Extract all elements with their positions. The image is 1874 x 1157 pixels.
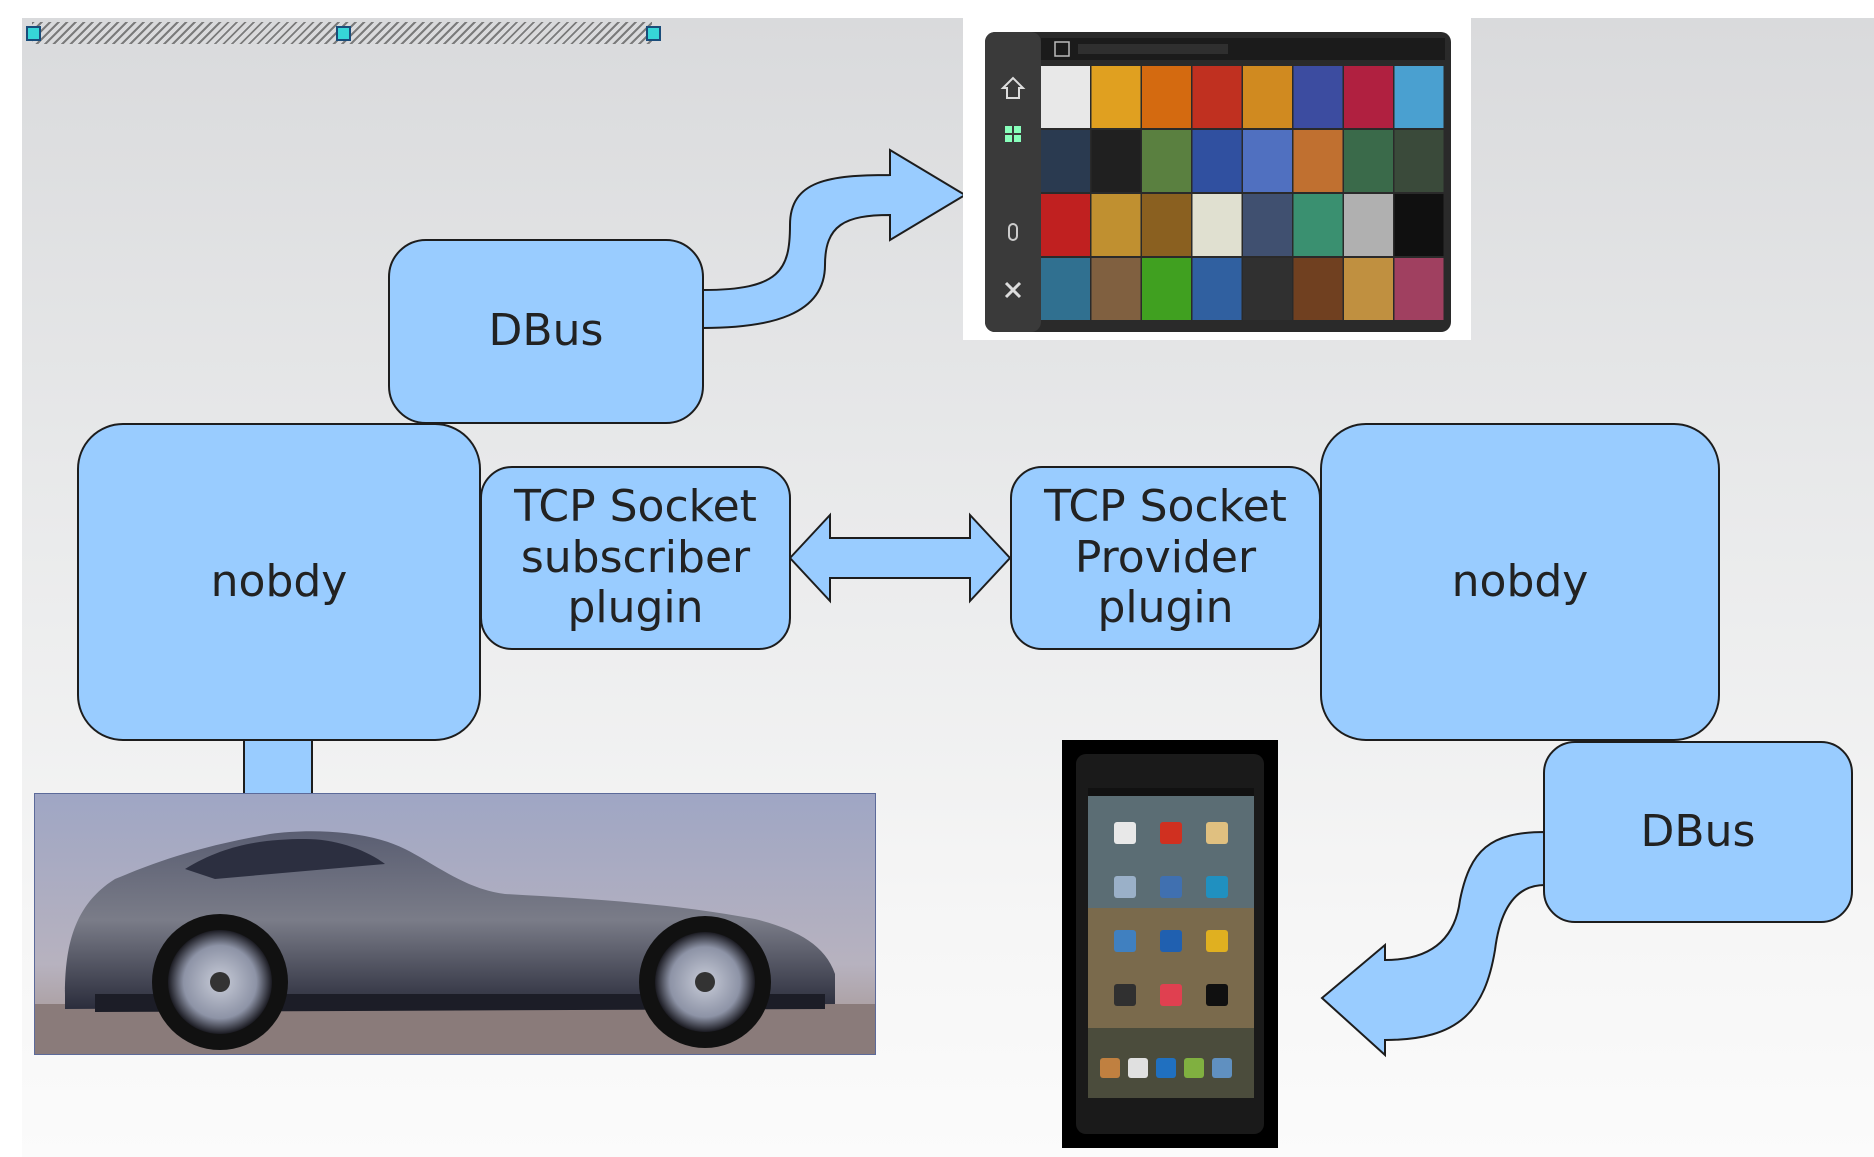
thumbnail: [1192, 130, 1242, 192]
curved-arrow-down: [1320, 830, 1546, 1058]
nobdy-box-right[interactable]: nobdy: [1320, 423, 1720, 741]
app-icon: [1160, 930, 1182, 952]
thumbnail: [1394, 194, 1444, 256]
home-icon: [1000, 76, 1026, 99]
thumbnail: [1243, 130, 1292, 192]
dock-icon: [1184, 1058, 1204, 1078]
thumbnail: [1243, 194, 1292, 256]
nobdy-label-right: nobdy: [1451, 555, 1589, 607]
app-icon: [1160, 876, 1182, 898]
nobdy-label-left: nobdy: [210, 555, 348, 607]
thumbnail: [1394, 130, 1444, 192]
car-photo: [34, 793, 876, 1055]
dbus-box-left[interactable]: DBus: [388, 239, 704, 424]
app-icon: [1206, 930, 1228, 952]
dock-icon: [1100, 1058, 1120, 1078]
mic-icon: [1008, 223, 1018, 241]
thumbnail: [1142, 130, 1191, 192]
thumbnail: [1091, 194, 1141, 256]
thumbnail: [1243, 258, 1292, 320]
thumbnail: [1394, 258, 1444, 320]
thumbnail: [1344, 258, 1393, 320]
thumbnail: [1142, 194, 1191, 256]
subscriber-plugin-label: TCP Socket subscriber plugin: [514, 481, 757, 634]
thumbnail: [1041, 130, 1090, 192]
thumbnail: [1041, 258, 1090, 320]
dbus-label-right: DBus: [1640, 805, 1756, 857]
resize-handle-middle[interactable]: [336, 26, 351, 41]
rear-wheel: [152, 914, 288, 1050]
slide-title-strip: [0, 0, 1874, 18]
thumbnail: [1041, 66, 1090, 128]
app-icon: [1160, 984, 1182, 1006]
dock-icon: [1156, 1058, 1176, 1078]
dock-icon: [1212, 1058, 1232, 1078]
app-icon: [1114, 822, 1136, 844]
app-icon: [1114, 876, 1136, 898]
media-app-screenshot: [963, 18, 1471, 340]
thumbnail: [1091, 66, 1141, 128]
curved-arrow-up: [702, 148, 967, 330]
app-icon: [1206, 822, 1228, 844]
grid-icon: [1005, 126, 1021, 142]
thumbnail: [1041, 194, 1090, 256]
thumbnail: [1344, 194, 1393, 256]
thumbnail: [1293, 130, 1343, 192]
thumbnail: [1344, 130, 1393, 192]
thumbnail: [1142, 258, 1191, 320]
thumbnail: [1142, 66, 1191, 128]
thumbnail: [1293, 194, 1343, 256]
resize-handle-left[interactable]: [26, 26, 41, 41]
app-icon: [1206, 984, 1228, 1006]
dbus-label-left: DBus: [488, 305, 604, 357]
thumbnail: [1394, 66, 1444, 128]
app-icon: [1206, 876, 1228, 898]
thumbnail: [1243, 66, 1292, 128]
close-icon: [1004, 281, 1022, 299]
app-icon: [1114, 984, 1136, 1006]
dock-icon: [1128, 1058, 1148, 1078]
thumbnail: [1091, 130, 1141, 192]
thumbnail: [1192, 258, 1242, 320]
thumbnail: [1293, 66, 1343, 128]
phone-screenshot: [1062, 740, 1278, 1148]
thumbnail: [1293, 258, 1343, 320]
provider-plugin-box[interactable]: TCP Socket Provider plugin: [1010, 466, 1321, 650]
double-arrow-horizontal: [788, 512, 1012, 604]
resize-handle-right[interactable]: [646, 26, 661, 41]
subscriber-plugin-box[interactable]: TCP Socket subscriber plugin: [480, 466, 791, 650]
thumbnail: [1192, 194, 1242, 256]
provider-plugin-label: TCP Socket Provider plugin: [1044, 481, 1287, 634]
thumbnail: [1091, 258, 1141, 320]
app-icon: [1114, 930, 1136, 952]
front-wheel: [639, 916, 771, 1048]
nobdy-box-left[interactable]: nobdy: [77, 423, 481, 741]
app-icon: [1160, 822, 1182, 844]
thumbnail: [1344, 66, 1393, 128]
thumbnail: [1192, 66, 1242, 128]
dbus-box-right[interactable]: DBus: [1543, 741, 1853, 923]
